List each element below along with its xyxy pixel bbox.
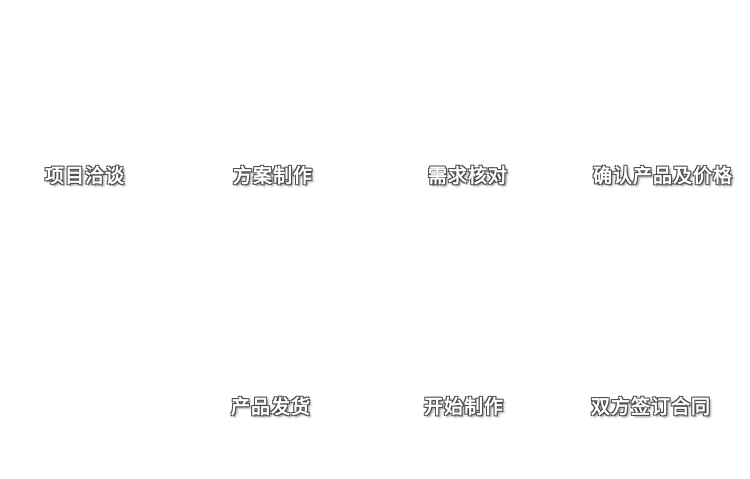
step-confirm-product-price: 确认产品及价格 <box>593 166 734 187</box>
step-requirement-check: 需求核对 <box>428 166 509 187</box>
step-product-shipping: 产品发货 <box>231 397 312 418</box>
step-project-negotiation: 项目洽谈 <box>45 166 126 187</box>
step-sign-contract: 双方签订合同 <box>591 397 712 418</box>
step-start-production: 开始制作 <box>424 397 505 418</box>
step-proposal-creation: 方案制作 <box>233 166 314 187</box>
